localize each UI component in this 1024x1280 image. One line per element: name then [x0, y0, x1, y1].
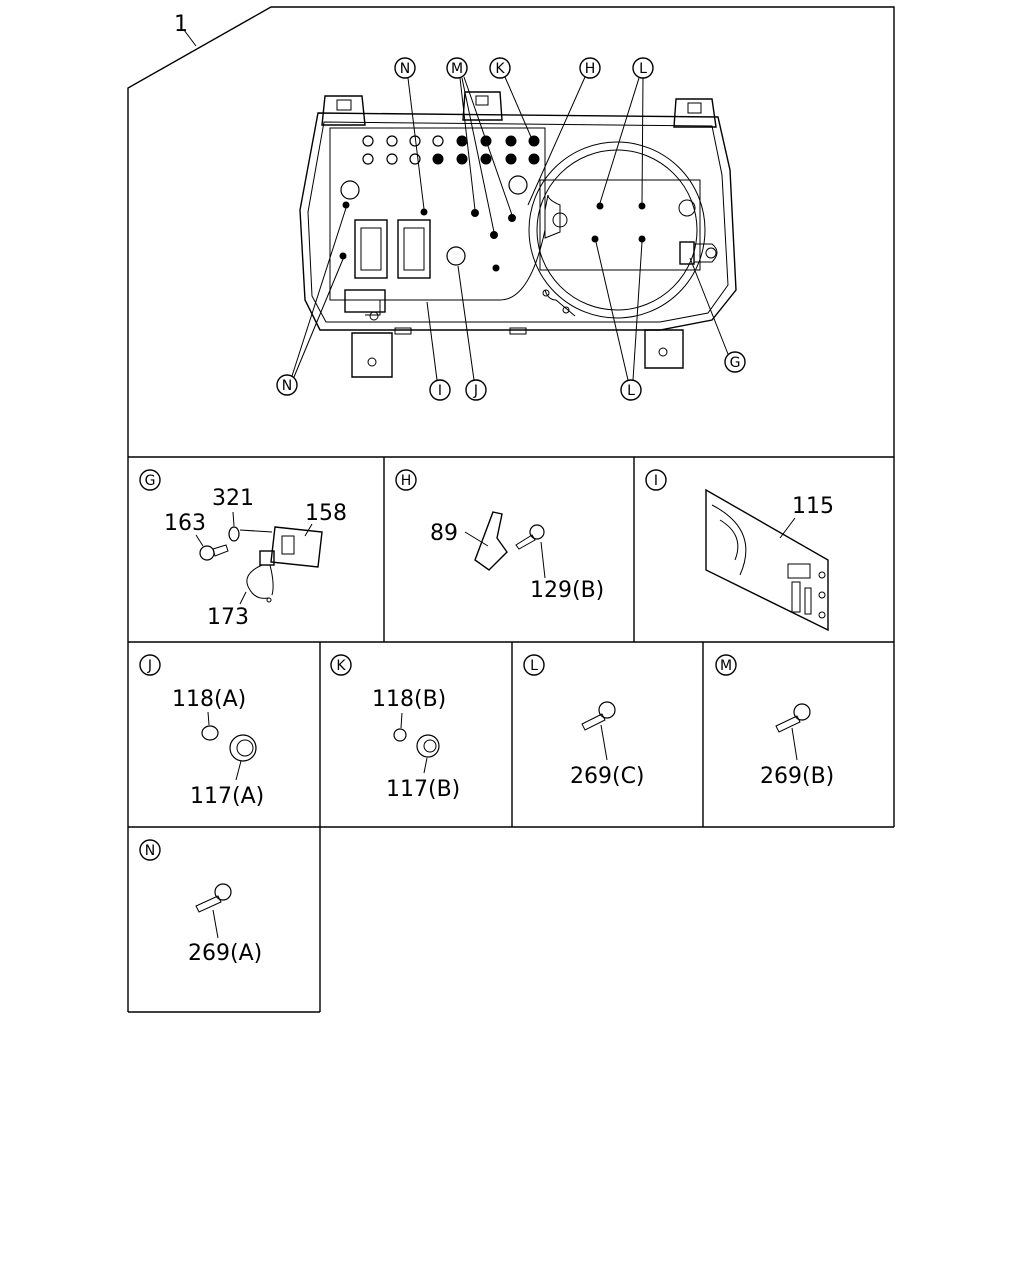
indicator-holes [362, 135, 540, 165]
part-label-118b: 118(B) [372, 687, 446, 712]
part-label-269b: 269(B) [760, 764, 834, 789]
callout-h: H [527, 57, 601, 206]
panel-i-letter: I [654, 473, 658, 489]
panel-k-letter: K [336, 658, 346, 674]
assembly-leader-line [183, 29, 197, 47]
callout-h-label: H [585, 61, 596, 77]
callout-m: M [446, 57, 513, 233]
callout-n-top: N [394, 57, 425, 210]
screw-163 [195, 534, 229, 561]
part-label-269c: 269(C) [570, 764, 645, 789]
part-label-117a: 117(A) [190, 784, 264, 809]
callout-m-label: M [451, 61, 463, 77]
callout-l-top-label: L [639, 61, 647, 77]
panel-j-letter: J [147, 658, 152, 674]
panel-m: M 269(B) [715, 654, 834, 789]
callout-l-bottom: L [595, 241, 643, 401]
bulb-118a [201, 711, 219, 741]
socket-117b [416, 734, 440, 774]
panel-h: H 89 129(B) [395, 469, 604, 603]
part-label-89: 89 [430, 521, 458, 546]
bracket-89 [464, 511, 508, 571]
part-label-321: 321 [212, 486, 254, 511]
screw-129b [515, 524, 546, 579]
harness-173 [239, 550, 275, 605]
callout-n-left: N [276, 207, 347, 396]
panel-k: K 118(B) 117(B) [330, 654, 460, 802]
instrument-cluster-drawing [299, 91, 737, 378]
part-label-173: 173 [207, 605, 249, 630]
part-label-269a: 269(A) [188, 941, 262, 966]
callout-k: K [489, 57, 532, 138]
panel-j: J 118(A) 117(A) [139, 654, 264, 809]
callout-n-left-label: N [282, 378, 292, 394]
panel-m-letter: M [720, 658, 732, 674]
socket-117a [229, 734, 257, 781]
circuit-board-115 [705, 488, 829, 632]
part-label-118a: 118(A) [172, 687, 246, 712]
washer-321 [228, 511, 240, 542]
callout-l-top: L [599, 57, 654, 204]
panel-l: L 269(C) [523, 654, 645, 789]
panel-l-letter: L [530, 658, 538, 674]
screw-269a [195, 883, 232, 939]
part-label-163: 163 [164, 511, 206, 536]
callout-n-top-label: N [400, 61, 410, 77]
main-view-frame [127, 6, 895, 1013]
callout-j-label: J [473, 383, 478, 399]
panel-i: I 115 [645, 469, 834, 632]
panel-g-letter: G [145, 473, 156, 489]
callout-j: J [457, 265, 487, 401]
callout-i-label: I [438, 383, 442, 399]
panel-h-letter: H [401, 473, 412, 489]
screw-269c [581, 701, 616, 761]
panel-n: N 269(A) [139, 839, 262, 966]
callout-i: I [426, 301, 451, 401]
panel-g: G 321 163 158 173 [139, 469, 347, 630]
callout-g: G [689, 257, 746, 373]
callout-g-label: G [730, 355, 741, 371]
callout-k-label: K [495, 61, 505, 77]
callout-l-bottom-label: L [627, 383, 635, 399]
bulb-118b [393, 712, 407, 742]
part-label-117b: 117(B) [386, 777, 460, 802]
part-label-158: 158 [305, 501, 347, 526]
part-label-129b: 129(B) [530, 578, 604, 603]
panel-n-letter: N [145, 843, 155, 859]
part-label-115: 115 [792, 494, 834, 519]
module-158 [239, 523, 323, 568]
screw-269b [775, 703, 811, 761]
